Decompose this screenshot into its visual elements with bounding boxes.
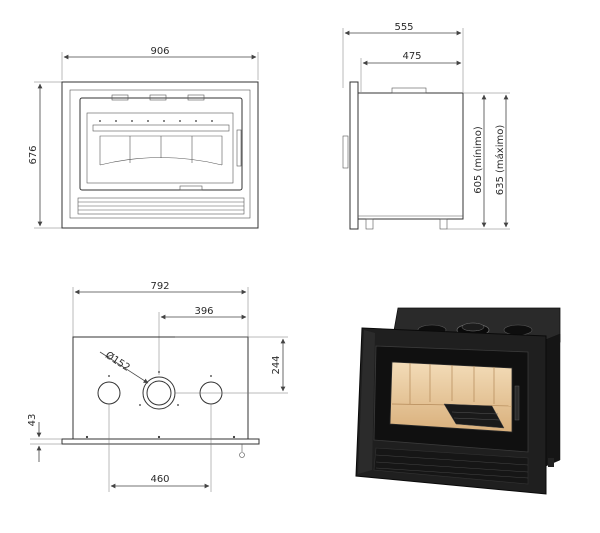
- front-door: [79, 97, 243, 191]
- side-body-depth-label: 475: [402, 51, 421, 62]
- front-view: 906 676: [28, 46, 259, 229]
- top-flue-inner: [146, 380, 172, 406]
- front-width-label: 906: [150, 46, 169, 57]
- top-plinth-label: 43: [27, 414, 38, 427]
- side-height-max-label: 635 (máximo): [494, 125, 506, 196]
- render-grate: [443, 403, 505, 429]
- top-flue-offset-label: 396: [194, 306, 213, 317]
- top-side-spacing-label: 460: [150, 474, 169, 485]
- top-plinth: [61, 438, 260, 445]
- side-height-min-label: 605 (mínimo): [472, 126, 484, 194]
- render-bottom-grille: [373, 447, 529, 485]
- side-overall-depth-label: 555: [394, 22, 413, 33]
- front-door-handle: [236, 129, 242, 167]
- side-handle: [342, 135, 349, 169]
- render-view: [355, 307, 561, 495]
- top-flue-outer: [142, 376, 176, 410]
- render-firebox-bricks: [391, 363, 513, 407]
- side-view: 555 475 605 (mínimo) 635 (máximo): [342, 22, 510, 230]
- side-body: [357, 92, 464, 220]
- render-foot: [548, 458, 554, 467]
- side-foot-rear: [439, 218, 448, 230]
- top-left-spigot: [97, 381, 121, 405]
- side-front-plate: [349, 81, 359, 230]
- side-top-collar: [391, 87, 427, 94]
- top-view: 792 396 Ø152: [27, 281, 288, 492]
- top-fixing-holes: [85, 371, 236, 439]
- front-outer-frame: [61, 81, 259, 229]
- render-door-handle: [514, 385, 520, 421]
- top-flue-diameter-label: Ø152: [103, 349, 132, 374]
- front-rivets: [99, 120, 213, 122]
- render-top-right-opening: [503, 324, 533, 336]
- top-flue-depth-label: 244: [271, 355, 282, 374]
- side-foot-front: [365, 218, 374, 230]
- top-knob: [239, 452, 245, 458]
- top-width-label: 792: [150, 281, 169, 292]
- front-height-label: 676: [28, 145, 39, 164]
